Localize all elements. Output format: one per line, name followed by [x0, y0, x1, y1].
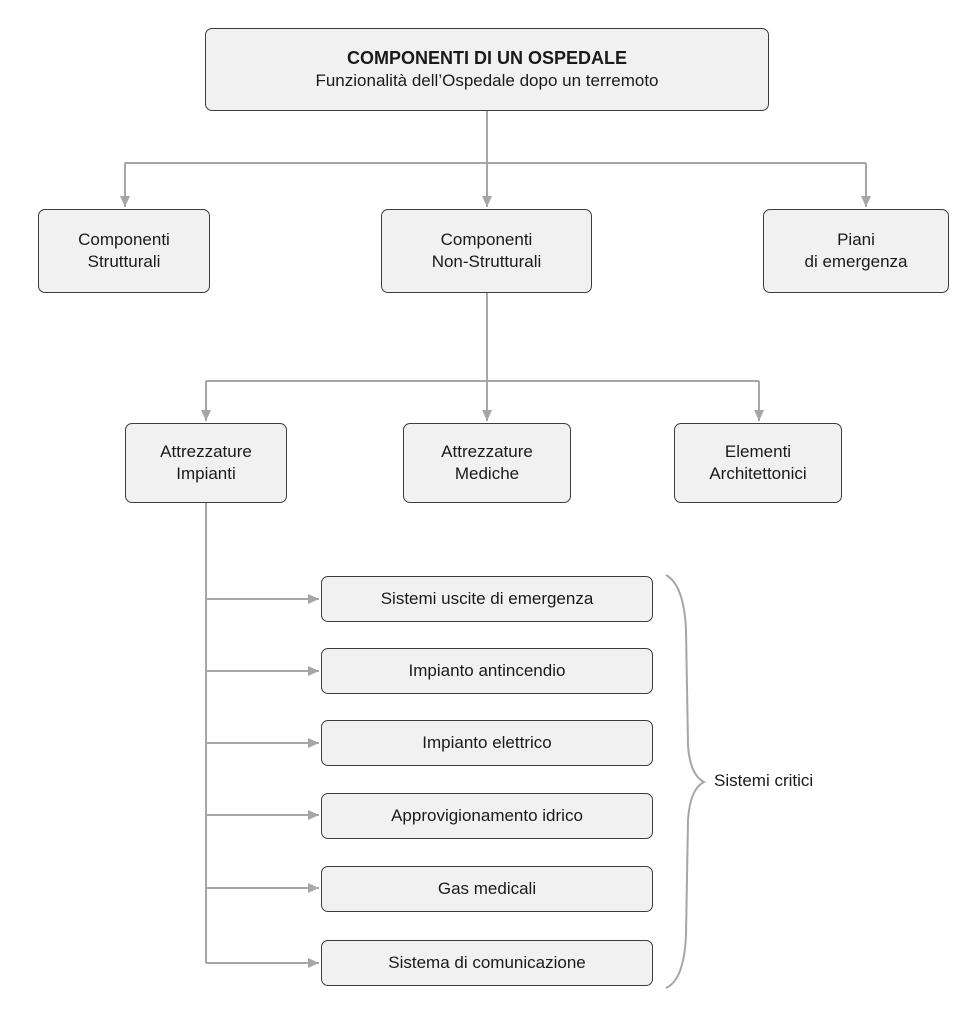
box-label-line1: Componenti	[78, 229, 170, 249]
box-label-line1: Piani	[837, 229, 875, 249]
box-label-line2: Non-Strutturali	[431, 252, 542, 271]
box-sistema-di-comunicazione: Sistema di comunicazione	[321, 940, 653, 986]
system-label: Impianto elettrico	[422, 732, 552, 752]
system-label: Sistemi uscite di emergenza	[380, 588, 594, 608]
root-box: COMPONENTI DI UN OSPEDALE Funzionalità d…	[205, 28, 769, 111]
box-label-line1: Attrezzature	[441, 441, 533, 461]
box-label-line1: Attrezzature	[160, 441, 252, 461]
box-label-line2: Strutturali	[87, 252, 161, 271]
box-componenti-strutturali: Componenti Strutturali	[38, 209, 210, 293]
box-label-line2: Impianti	[176, 464, 236, 483]
box-attrezzature-impianti: Attrezzature Impianti	[125, 423, 287, 503]
box-label-line1: Elementi	[724, 441, 792, 461]
box-sistemi-uscite-di-emergenza: Sistemi uscite di emergenza	[321, 576, 653, 622]
box-componenti-non-strutturali: Componenti Non-Strutturali	[381, 209, 592, 293]
box-elementi-architettonici: Elementi Architettonici	[674, 423, 842, 503]
box-label-line2: Architettonici	[709, 464, 807, 483]
box-label-line1: Componenti	[440, 229, 533, 249]
curly-brace	[665, 574, 707, 989]
system-label: Sistema di comunicazione	[388, 952, 586, 972]
box-approvigionamento-idrico: Approvigionamento idrico	[321, 793, 653, 839]
box-gas-medicali: Gas medicali	[321, 866, 653, 912]
system-label: Gas medicali	[437, 878, 537, 898]
box-impianto-antincendio: Impianto antincendio	[321, 648, 653, 694]
root-subtitle: Funzionalità dell’Ospedale dopo un terre…	[315, 71, 659, 91]
box-piani-di-emergenza: Piani di emergenza	[763, 209, 949, 293]
box-impianto-elettrico: Impianto elettrico	[321, 720, 653, 766]
box-label-line2: di emergenza	[804, 252, 908, 271]
system-label: Approvigionamento idrico	[391, 805, 583, 825]
box-attrezzature-mediche: Attrezzature Mediche	[403, 423, 571, 503]
root-title: COMPONENTI DI UN OSPEDALE	[346, 47, 628, 68]
system-label: Impianto antincendio	[408, 660, 566, 680]
box-label-line2: Mediche	[454, 464, 520, 483]
brace-label-sistemi-critici: Sistemi critici	[714, 771, 814, 790]
